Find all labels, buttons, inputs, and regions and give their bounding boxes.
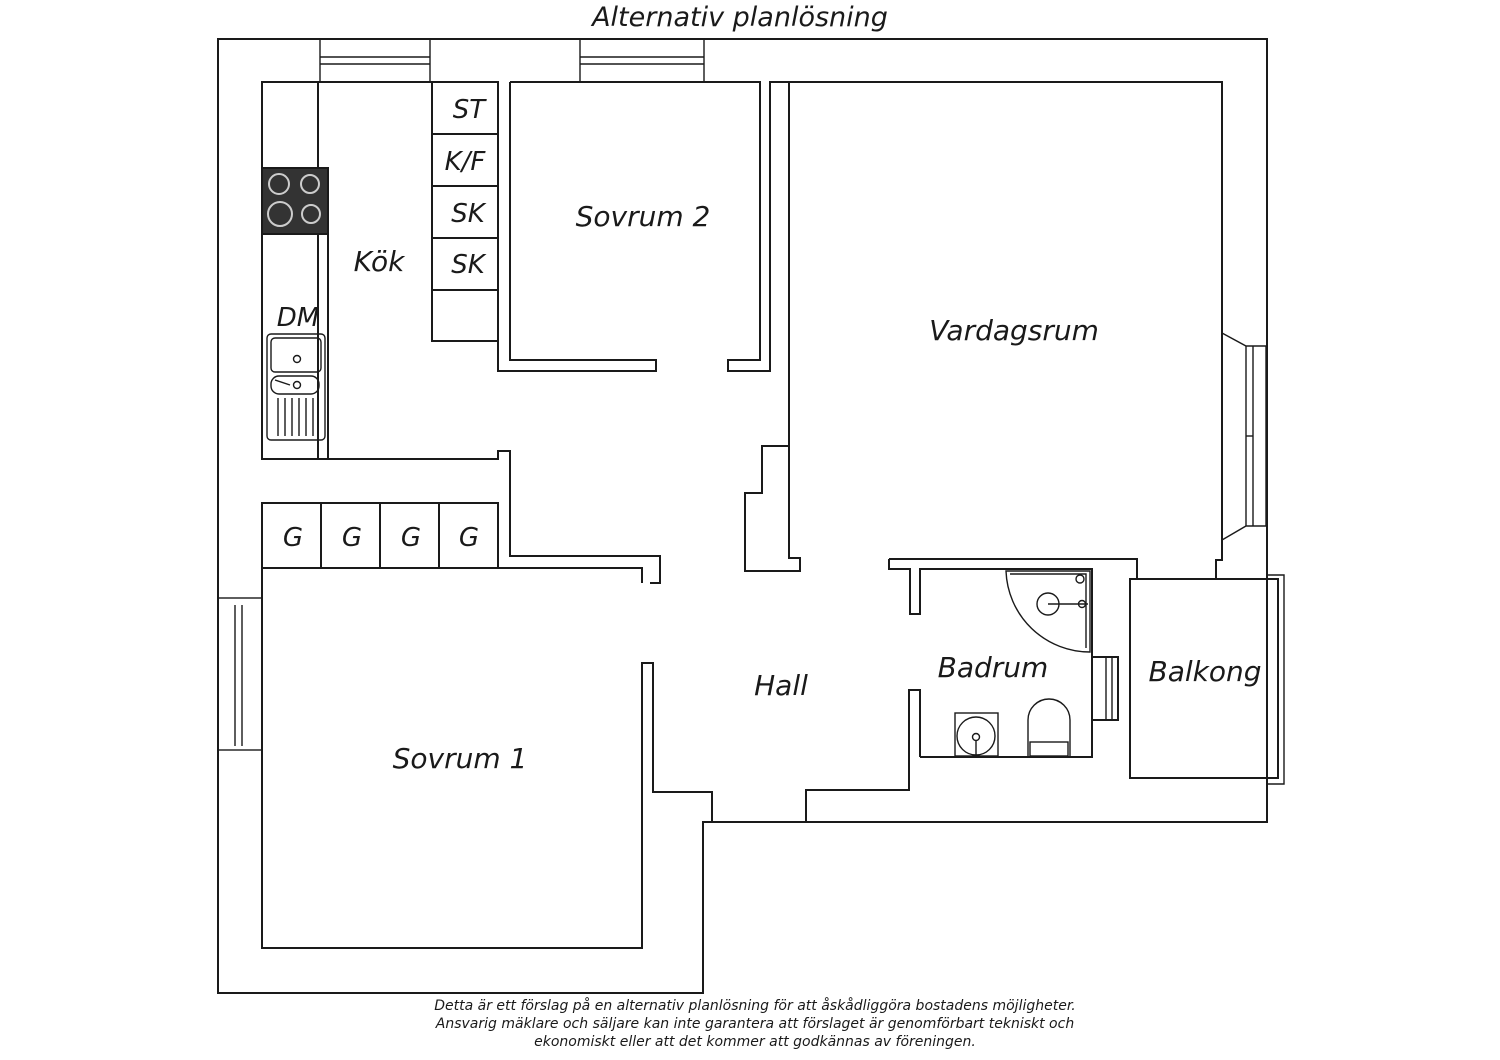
kitchen-unit-kf: K/F xyxy=(445,147,487,177)
disclaimer: Detta är ett förslag på en alternativ pl… xyxy=(434,997,1076,1050)
room-label-hall: Hall xyxy=(754,669,808,702)
room-label-kok: Kök xyxy=(354,245,406,278)
kitchen-unit-dm: DM xyxy=(277,303,319,333)
hall: Hall xyxy=(754,669,921,822)
outer-walls xyxy=(217,38,1268,994)
balcony: Balkong xyxy=(1129,574,1285,785)
window-kitchen xyxy=(319,38,431,83)
disclaimer-line: ekonomiskt eller att det kommer att godk… xyxy=(534,1034,976,1050)
room-label-sovrum-1: Sovrum 1 xyxy=(393,742,528,775)
kitchen-unit-sk-1: SK xyxy=(451,199,487,229)
wardrobe-label: G xyxy=(401,523,421,553)
room-label-badrum: Badrum xyxy=(938,651,1049,684)
wardrobe-label: G xyxy=(283,523,303,553)
room-label-sovrum-2: Sovrum 2 xyxy=(576,200,711,233)
kitchen: ST K/F SK SK DM Kök xyxy=(261,81,661,584)
living-room: Vardagsrum xyxy=(744,81,1267,580)
window-sovrum-2 xyxy=(579,38,705,83)
wardrobe-label: G xyxy=(342,523,362,553)
kitchen-unit-st: ST xyxy=(453,95,488,125)
plan-title: Alternativ planlösning xyxy=(590,2,888,33)
shower-icon xyxy=(1005,570,1091,653)
room-label-balkong: Balkong xyxy=(1148,655,1261,688)
wardrobes: G G G G xyxy=(261,502,499,569)
bathroom: Badrum xyxy=(888,558,1138,758)
room-label-vardagsrum: Vardagsrum xyxy=(929,314,1099,347)
disclaimer-line: Detta är ett förslag på en alternativ pl… xyxy=(434,997,1076,1014)
wardrobe-label: G xyxy=(459,523,479,553)
bedroom-2: Sovrum 2 xyxy=(497,81,790,372)
sink-icon xyxy=(266,333,326,441)
disclaimer-line: Ansvarig mäklare och säljare kan inte ga… xyxy=(435,1016,1074,1032)
bedroom-1: Sovrum 1 xyxy=(217,567,713,949)
kitchen-unit-sk-2: SK xyxy=(451,250,487,280)
washbasin-icon xyxy=(954,712,999,757)
toilet-icon xyxy=(1027,698,1071,757)
